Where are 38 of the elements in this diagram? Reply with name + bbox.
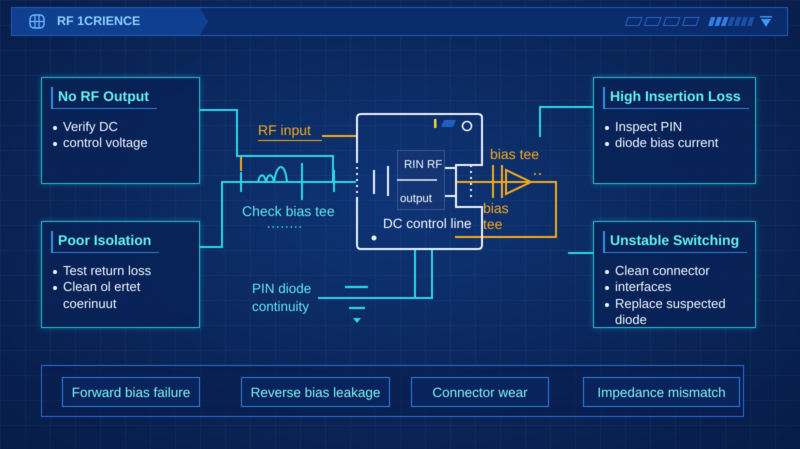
failure-mode-tag: Reverse bias leakage xyxy=(241,377,390,407)
switch-module xyxy=(356,113,483,250)
test-point-label: PIN diode continuity xyxy=(252,280,318,316)
connector-line xyxy=(539,106,593,137)
switch-core-box xyxy=(397,150,445,210)
app-title: RF 1CRIENCE xyxy=(57,14,140,29)
connector-line xyxy=(568,252,593,254)
checklist-item: diode bias current xyxy=(615,135,718,152)
switch-port-label: RIN RF xyxy=(404,158,442,172)
troubleshooting-panel xyxy=(593,221,756,328)
checklist-item: Inspect PIN xyxy=(615,119,682,136)
troubleshooting-panel xyxy=(41,77,200,184)
connector-line xyxy=(322,135,356,137)
checklist-item: Clean connector xyxy=(615,263,710,280)
failure-mode-tag: Impedance mismatch xyxy=(583,377,740,407)
connector-line xyxy=(317,249,433,299)
panel-heading: Unstable Switching xyxy=(603,231,748,253)
checklist-item: interfaces xyxy=(615,279,672,296)
panel-heading: Poor Isolation xyxy=(51,231,160,253)
switch-port-label: output xyxy=(400,192,432,206)
failure-mode-strip xyxy=(41,365,744,417)
checklist-item: Clean ol ertet coerinuut xyxy=(63,279,142,312)
checklist-item: Test return loss xyxy=(63,263,152,280)
failure-mode-tag: Connector wear xyxy=(411,377,549,407)
failure-mode-tag: Forward bias failure xyxy=(62,377,200,407)
troubleshooting-panel xyxy=(41,221,200,328)
annotation-label: Check bias tee xyxy=(242,203,336,219)
troubleshooting-panel xyxy=(593,77,756,184)
panel-heading: High Insertion Loss xyxy=(603,87,749,109)
panel-heading: No RF Output xyxy=(51,87,157,109)
checklist-item: Replace suspected diode xyxy=(615,296,727,328)
connector-line xyxy=(200,181,356,248)
component-label: bias tee xyxy=(490,146,540,162)
checklist-item: Verify DC xyxy=(63,119,118,136)
checklist-item: control voltage xyxy=(63,135,148,152)
component-label: bias tee xyxy=(483,200,510,232)
module-caption: DC control line xyxy=(383,216,472,232)
signal-label: RF input xyxy=(258,121,322,141)
